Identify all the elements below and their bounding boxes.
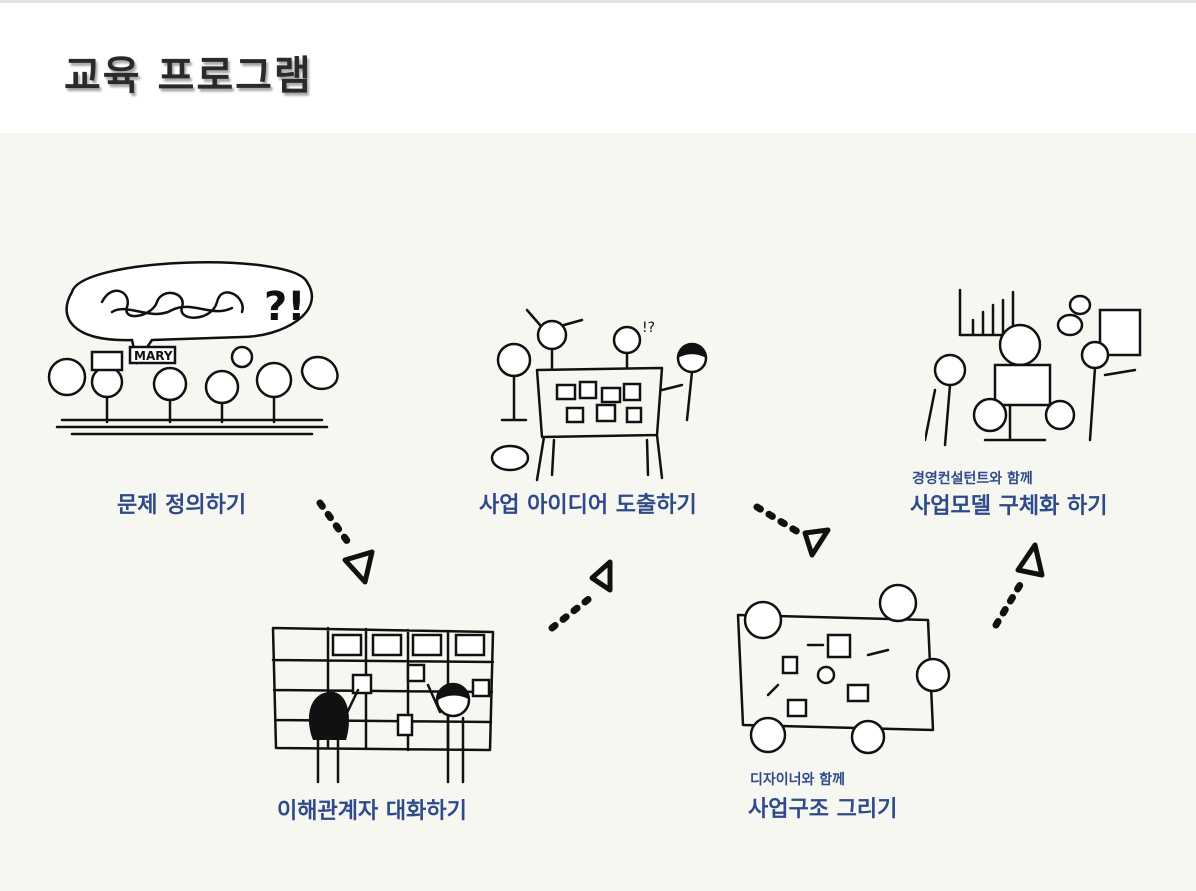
svg-text:MARY: MARY	[134, 349, 173, 363]
stakeholder-conversation-illustration	[271, 626, 495, 784]
business-structure-illustration	[736, 583, 951, 755]
step-business-structure-subtitle: 디자이너와 함께	[750, 772, 846, 788]
arrow-step1-to-step2	[316, 499, 375, 585]
step-problem-definition-title: 문제 정의하기	[117, 493, 247, 518]
page-title: 교육 프로그램	[64, 53, 313, 99]
header: 교육 프로그램	[0, 0, 1196, 133]
step-stakeholder-conversation-title: 이해관계자 대화하기	[277, 799, 467, 824]
business-model-illustration	[925, 288, 1142, 447]
arrow-step2-to-step3	[548, 559, 613, 632]
step-idea-generation-title: 사업 아이디어 도출하기	[479, 493, 697, 518]
arrow-step3-to-step4	[753, 503, 831, 558]
problem-definition-illustration: ?! MARY	[47, 261, 339, 436]
svg-text:!?: !?	[642, 320, 655, 336]
step-business-model-subtitle: 경영컨설턴트와 함께	[912, 471, 1033, 487]
idea-generation-illustration: !?	[490, 308, 708, 482]
svg-text:?!: ?!	[264, 284, 305, 330]
step-business-structure-title: 사업구조 그리기	[748, 797, 898, 822]
arrow-step4-to-step5	[992, 542, 1045, 629]
step-business-model-title: 사업모델 구체화 하기	[910, 494, 1108, 519]
